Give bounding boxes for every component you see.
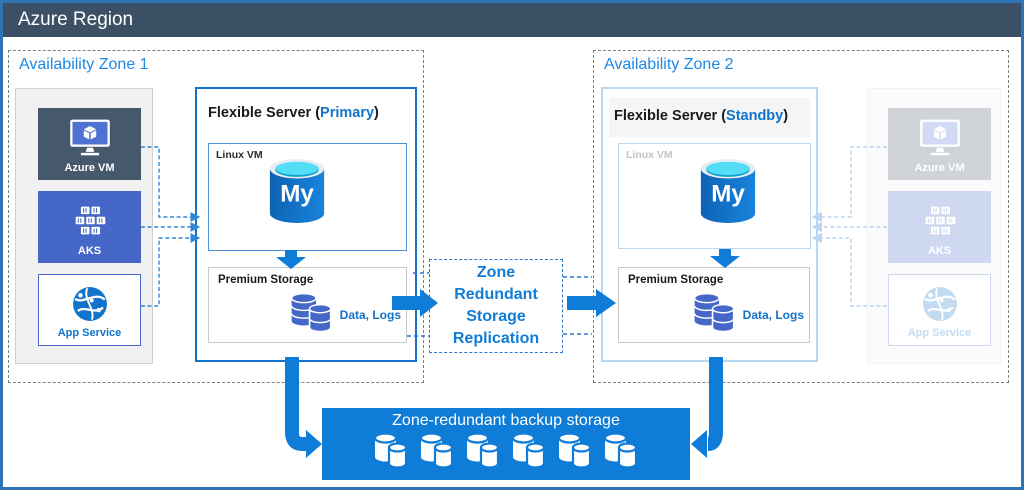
backup-disks-icon: [416, 430, 458, 475]
app-service-tile: App Service: [38, 274, 141, 346]
backup-disks-icon: [462, 430, 504, 475]
storage-disks-icon: [290, 289, 334, 340]
backup-disks-icon: [370, 430, 412, 475]
aks-tile-faded: AKS: [888, 191, 991, 263]
azure-vm-icon: [68, 108, 112, 162]
svg-text:My: My: [711, 181, 745, 208]
server2-title: Flexible Server (Standby): [614, 108, 789, 124]
premium-storage-box-standby: Premium Storage Data, Logs: [618, 267, 810, 343]
backup-disks-icon: [554, 430, 596, 475]
app-service-icon: [920, 275, 960, 327]
backup-disks-icon: [600, 430, 642, 475]
zone-redundant-storage-replication-box: Zone Redundant Storage Replication: [429, 259, 563, 353]
aks-icon: [919, 191, 961, 245]
premium-storage-box-primary: Premium Storage Data, Logs: [208, 267, 407, 343]
app-service-tile-faded: App Service: [888, 274, 991, 346]
server1-title: Flexible Server (Primary): [208, 105, 379, 121]
service-column-zone2-faded: Azure VM: [867, 88, 1001, 364]
backup-disks-icon: [508, 430, 550, 475]
availability-zone-1: Availability Zone 1: [8, 50, 424, 383]
app-service-label: App Service: [57, 327, 122, 339]
standby-title-band: [609, 98, 810, 137]
azure-vm-tile: Azure VM: [38, 108, 141, 180]
svg-text:My: My: [280, 181, 314, 208]
azure-vm-tile-faded: Azure VM: [888, 108, 991, 180]
azure-vm-icon: [918, 108, 962, 162]
backup-storage-label: Zone-redundant backup storage: [392, 412, 620, 429]
zone-redundant-backup-storage-box: Zone-redundant backup storage: [322, 408, 690, 480]
data-logs-label: Data, Logs: [339, 307, 401, 322]
data-logs-label: Data, Logs: [742, 307, 804, 322]
server2-role: Standby: [726, 108, 784, 124]
mysql-icon: My: [266, 156, 328, 233]
flexible-server-primary: Flexible Server (Primary) Linux VM My Pr…: [195, 87, 417, 362]
backup-cylinders-row: [370, 430, 642, 475]
server1-role: Primary: [320, 105, 375, 121]
storage-disks-icon: [693, 289, 737, 340]
region-header: Azure Region: [3, 3, 1021, 37]
azure-vm-label: Azure VM: [64, 162, 115, 174]
linux-vm-box-primary: Linux VM My: [208, 143, 407, 251]
flexible-server-standby: Flexible Server (Standby) Linux VM My Pr…: [601, 87, 818, 362]
app-service-label: App Service: [907, 327, 972, 339]
aks-label: AKS: [77, 245, 102, 257]
aks-icon: [69, 191, 111, 245]
linux-vm-box-standby: Linux VM My: [618, 143, 811, 249]
region-title: Azure Region: [18, 9, 134, 30]
mysql-icon: My: [697, 156, 759, 233]
service-column-zone1: Azure VM: [15, 88, 153, 364]
availability-zone-2: Availability Zone 2: [593, 50, 1009, 383]
app-service-icon: [70, 275, 110, 327]
zone1-label: Availability Zone 1: [19, 56, 149, 73]
azure-vm-label: Azure VM: [914, 162, 965, 174]
aks-tile: AKS: [38, 191, 141, 263]
aks-label: AKS: [927, 245, 952, 257]
zone2-label: Availability Zone 2: [604, 56, 734, 73]
